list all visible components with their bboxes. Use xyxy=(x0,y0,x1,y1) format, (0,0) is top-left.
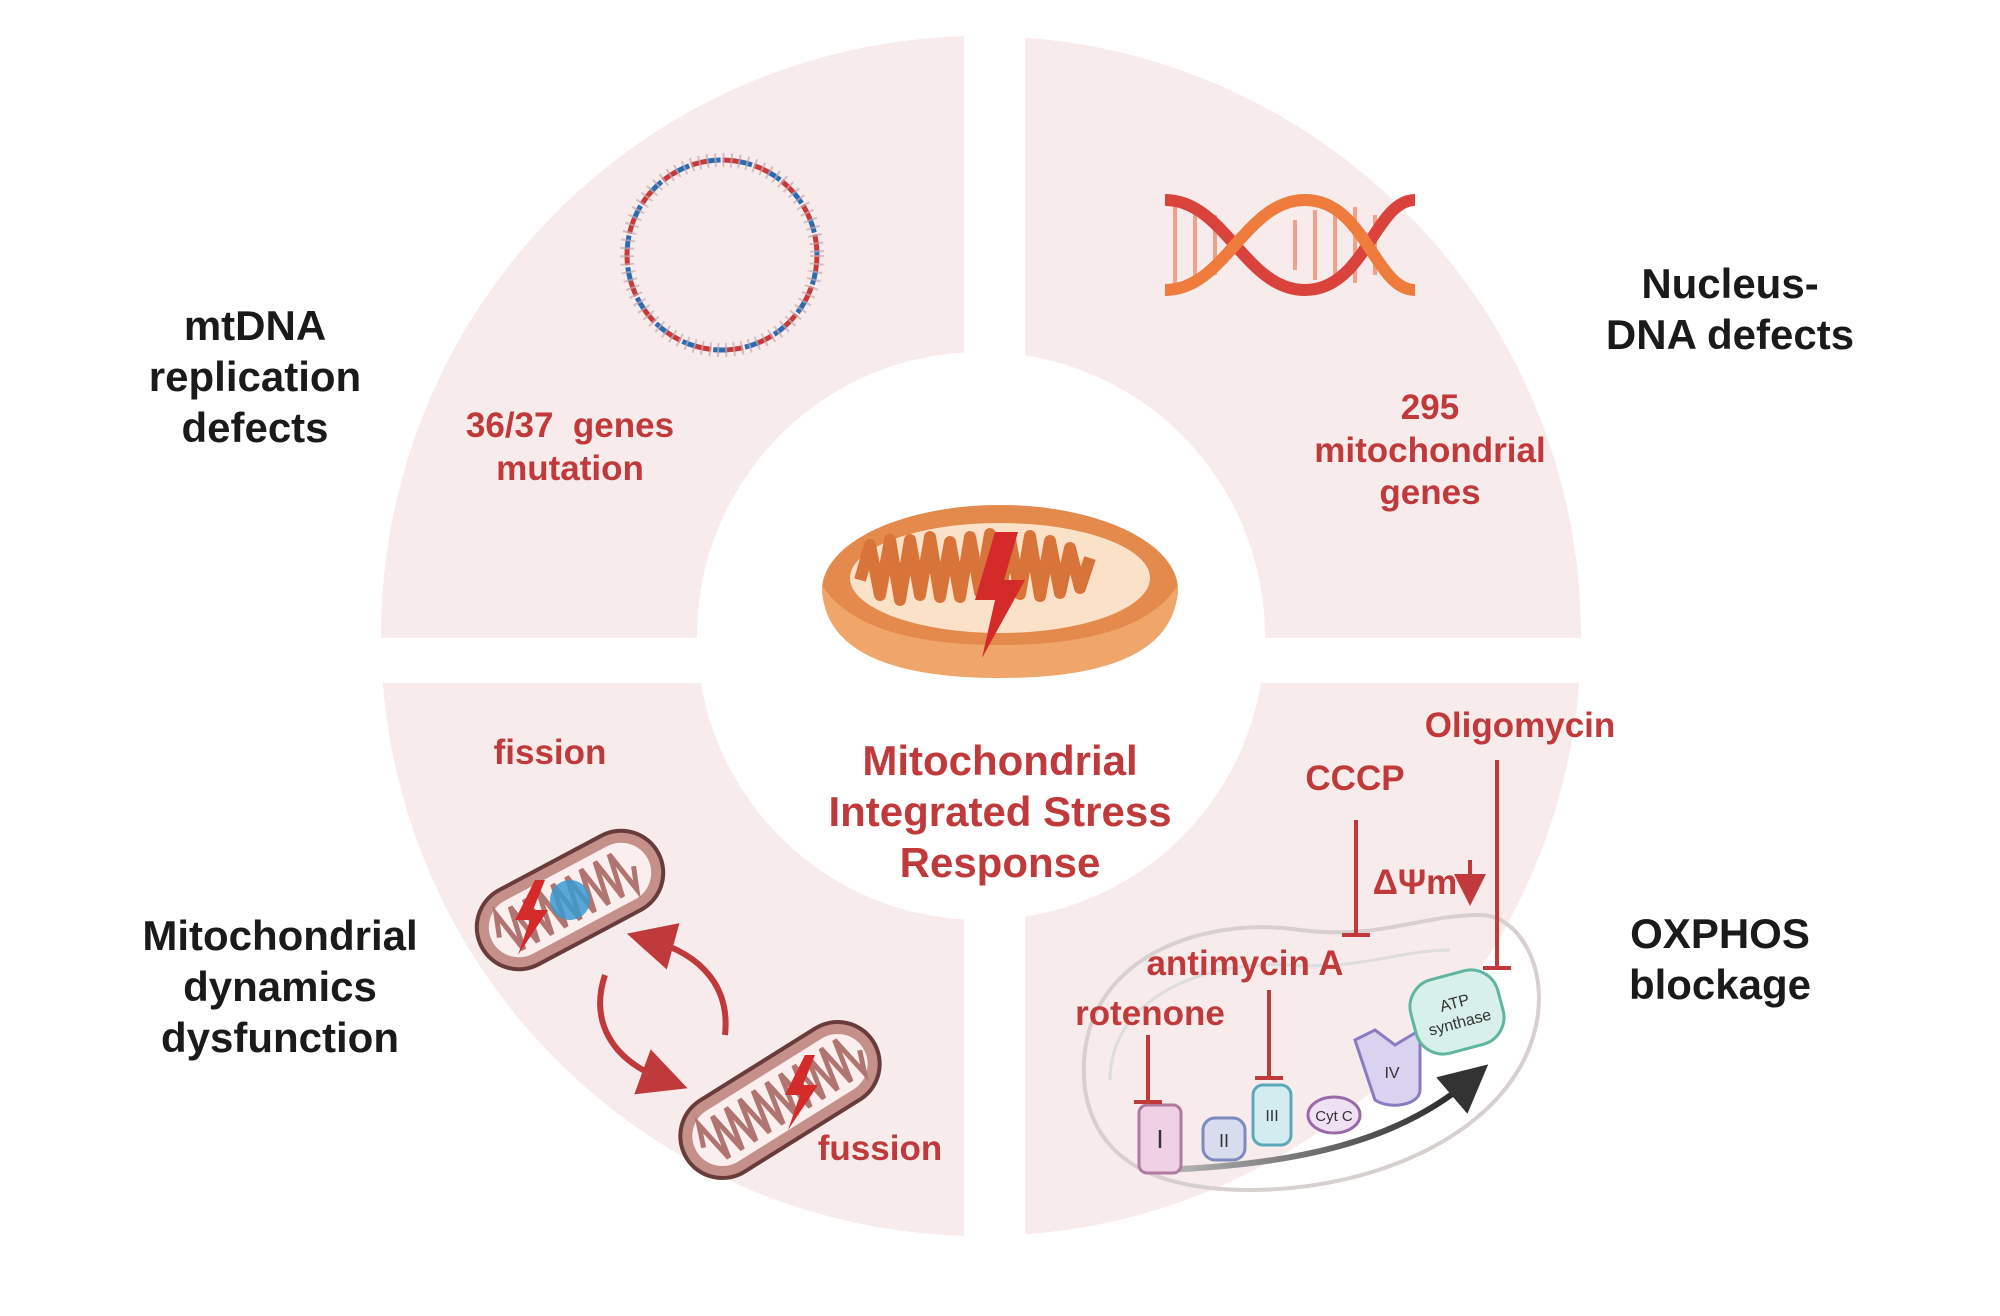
title-line: OXPHOS xyxy=(1630,910,1810,957)
center-title: Mitochondrial Integrated Stress Response xyxy=(790,735,1210,889)
detail-line: genes xyxy=(1379,473,1481,513)
nucleus-detail: 295 mitochondrial genes xyxy=(1280,387,1580,515)
complex-iv-label: IV xyxy=(1384,1065,1399,1082)
title-line: dysfunction xyxy=(161,1014,399,1062)
title-line: Nucleus- xyxy=(1641,260,1819,307)
rotenone-label: rotenone xyxy=(1075,994,1225,1033)
detail-line: mitochondrial xyxy=(1314,430,1546,470)
complex-ii-label: II xyxy=(1219,1131,1229,1151)
complex-iii xyxy=(1251,1083,1293,1147)
mtdna-title: mtDNA replication defects xyxy=(95,300,415,454)
center-title-line: Mitochondrial xyxy=(862,737,1138,784)
antimycin-label: antimycin A xyxy=(1146,944,1344,983)
title-line: replication xyxy=(148,353,362,401)
title-line: DNA defects xyxy=(1605,311,1855,359)
title-line: dynamics xyxy=(183,963,377,1011)
cccp-label: CCCP xyxy=(1305,759,1405,798)
oxphos-diagram xyxy=(1081,760,1541,1193)
center-title-line: Integrated Stress xyxy=(828,788,1172,836)
fusion-arrow xyxy=(597,974,688,1095)
cyt-c xyxy=(1306,1095,1362,1135)
circular-dna-icon xyxy=(620,153,824,357)
detail-line: 295 xyxy=(1400,388,1460,427)
mitochondria-cycle-icon xyxy=(474,828,882,1181)
detail-line: mutation xyxy=(496,448,644,488)
complex-ii xyxy=(1201,1116,1247,1162)
lightning-icon xyxy=(975,532,1025,658)
title-line: Mitochondrial xyxy=(142,912,418,959)
fission-label: fission xyxy=(493,733,607,772)
atp-synthase xyxy=(1408,968,1506,1056)
title-line: blockage xyxy=(1628,961,1812,1009)
membrane-potential-label: ΔΨm xyxy=(1372,863,1458,902)
oligomycin-label: Oligomycin xyxy=(1424,706,1616,745)
fusion-label: fussion xyxy=(817,1129,943,1168)
complex-i-label: I xyxy=(1156,1124,1163,1154)
dna-helix-icon xyxy=(1164,193,1416,297)
complex-i xyxy=(1137,1103,1183,1175)
center-title-line: Response xyxy=(899,839,1101,887)
detail-line: 36/37 genes xyxy=(465,406,675,445)
mitochondrion-center-icon xyxy=(822,505,1178,678)
oxphos-title: OXPHOS blockage xyxy=(1575,908,1865,1010)
fission-arrow xyxy=(626,923,729,1036)
title-line: defects xyxy=(181,404,329,452)
complex-iii-label: III xyxy=(1265,1108,1278,1125)
dynamics-title: Mitochondrial dynamics dysfunction xyxy=(115,910,445,1064)
complex-iv xyxy=(1353,1027,1422,1107)
electron-flow-arrow xyxy=(1159,1064,1489,1173)
cytc-label: Cyt C xyxy=(1315,1108,1353,1125)
title-line: mtDNA xyxy=(183,302,327,349)
nucleus-title: Nucleus- DNA defects xyxy=(1560,258,1900,360)
mtdna-detail: 36/37 genes mutation xyxy=(420,405,720,490)
